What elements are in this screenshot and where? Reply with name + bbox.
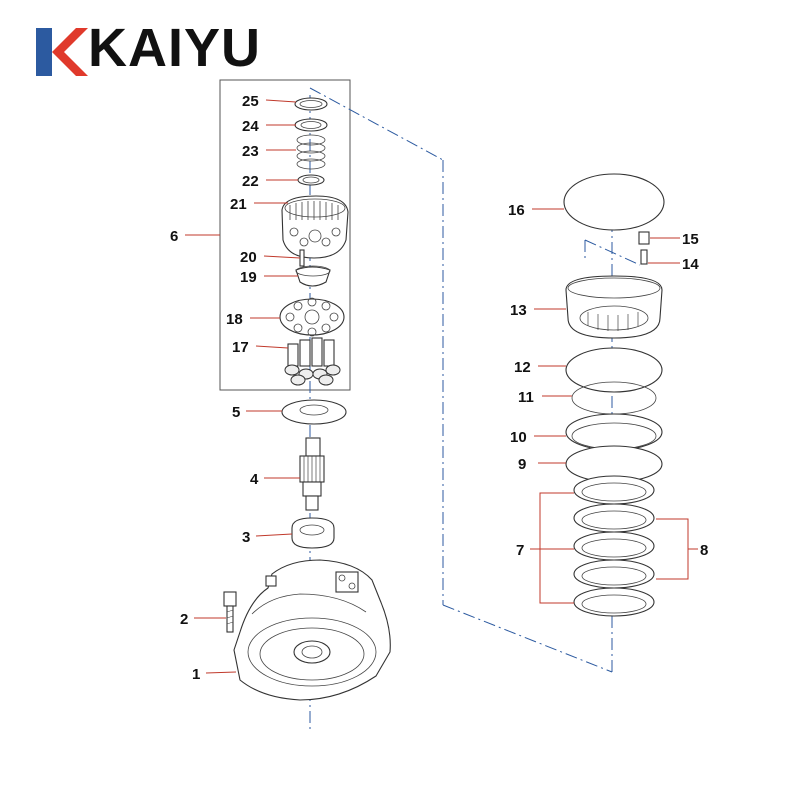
label-19: 19: [240, 269, 257, 286]
label-13: 13: [510, 302, 527, 319]
part-19-ball-guide: [295, 265, 331, 287]
label-12: 12: [514, 359, 531, 376]
part-5-swash-plate: [281, 399, 347, 425]
part-22-ring: [297, 174, 325, 186]
label-20: 20: [240, 249, 257, 266]
part-18-retainer-plate: [279, 297, 345, 337]
label-14: 14: [682, 256, 699, 273]
label-16: 16: [508, 202, 525, 219]
label-18: 18: [226, 311, 243, 328]
part-7-8-plate-stack: [573, 475, 655, 617]
part-2-bolt: [223, 591, 237, 633]
label-23: 23: [242, 143, 259, 160]
part-10-brake-piston: [565, 413, 663, 451]
label-17: 17: [232, 339, 249, 356]
label-7: 7: [516, 542, 524, 559]
label-22: 22: [242, 173, 259, 190]
label-4: 4: [250, 471, 259, 488]
label-5: 5: [232, 404, 240, 421]
brand-name: KAIYU: [88, 18, 262, 78]
part-3-bearing: [291, 517, 335, 549]
label-1: 1: [192, 666, 200, 683]
label-25: 25: [242, 93, 259, 110]
part-16-o-ring: [563, 173, 665, 231]
part-12-o-ring: [565, 347, 663, 393]
part-23-spring: [296, 134, 326, 170]
part-13-cover: [565, 275, 663, 339]
label-15: 15: [682, 231, 699, 248]
part-14-washer: [640, 249, 648, 265]
label-10: 10: [510, 429, 527, 446]
part-15-plug: [638, 231, 650, 245]
kaiyu-logo-icon: [36, 28, 88, 76]
part-4-shaft: [299, 437, 325, 511]
part-25-snap-ring: [294, 97, 328, 111]
part-20-pin: [299, 249, 305, 267]
part-24-washer: [294, 118, 328, 132]
label-3: 3: [242, 529, 250, 546]
label-24: 24: [242, 118, 259, 135]
label-21: 21: [230, 196, 247, 213]
leader-lines: [185, 99, 698, 674]
part-17-piston-assembly: [284, 337, 341, 386]
part-1-housing: [233, 559, 391, 701]
label-9: 9: [518, 456, 526, 473]
label-11: 11: [518, 389, 534, 406]
part-number-labels: 25 24 23 22 21 20 19 18 17 6 5 4 3 2 1 1…: [170, 93, 708, 683]
label-2: 2: [180, 611, 188, 628]
label-8: 8: [700, 542, 708, 559]
part-21-cylinder-block: [281, 195, 349, 259]
label-6: 6: [170, 228, 178, 245]
